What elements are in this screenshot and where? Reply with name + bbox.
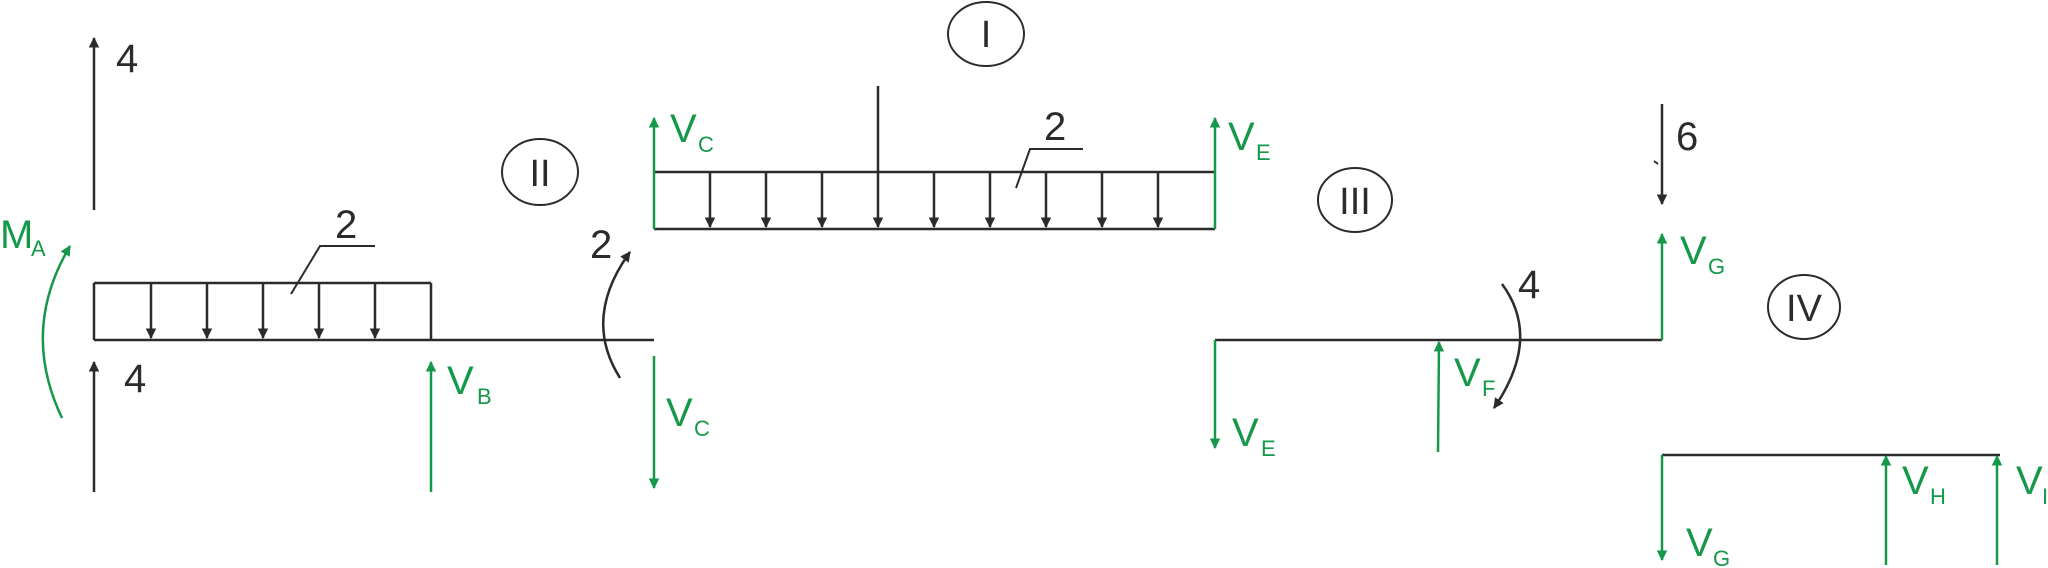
part-marker-IV xyxy=(1767,274,1841,340)
reaction-label-VC-I-sub: C xyxy=(698,132,714,157)
udl-leader-I xyxy=(1015,148,1083,189)
shear-label-VE-sub: E xyxy=(1261,436,1276,461)
reaction-label-VH: V xyxy=(1902,459,1929,503)
udl-leader-II xyxy=(290,245,375,295)
moment-label-2: 2 xyxy=(590,223,612,267)
moment-arrow-MA xyxy=(41,245,72,419)
segment-I: I V C V E 2 xyxy=(648,1,1271,231)
reaction-label-VG-sub: G xyxy=(1708,254,1725,279)
point-load-tick xyxy=(1653,160,1659,165)
shear-label-VG-sub: G xyxy=(1713,546,1730,568)
moment-label-MA-sub: A xyxy=(31,236,46,261)
force-label-top-4: 4 xyxy=(116,37,138,81)
reaction-label-VI: V xyxy=(2016,459,2043,503)
part-marker-II xyxy=(501,138,579,206)
part-marker-III-label: III xyxy=(1339,181,1371,223)
segment-III: III V E V F 4 V G 6 xyxy=(1209,104,1725,461)
reaction-arrow-VF xyxy=(1433,340,1445,453)
part-marker-III xyxy=(1317,167,1393,233)
reaction-label-VB-sub: B xyxy=(477,384,492,409)
reaction-label-VB: V xyxy=(447,359,474,403)
moment-arrow-4 xyxy=(1492,283,1522,409)
shear-label-VC: V xyxy=(666,391,693,435)
segment-IV: IV V G V H V I xyxy=(1656,274,2048,568)
reaction-label-VF-sub: F xyxy=(1482,376,1495,401)
support-label-A-4: 4 xyxy=(124,357,146,401)
moment-arrow-2 xyxy=(602,251,632,379)
part-marker-II-label: II xyxy=(529,153,550,195)
part-marker-I-label: I xyxy=(981,14,992,56)
part-marker-I xyxy=(947,1,1025,67)
reaction-label-VE-I-sub: E xyxy=(1256,140,1271,165)
segment-II: 4 M A 2 4 V B 2 V C II xyxy=(0,36,710,492)
udl-label-I: 2 xyxy=(1044,105,1066,149)
reaction-label-VH-sub: H xyxy=(1930,484,1946,509)
shear-label-VC-sub: C xyxy=(694,416,710,441)
reaction-label-VE-I: V xyxy=(1228,115,1255,159)
shear-label-VG: V xyxy=(1686,521,1713,565)
moment-label-4: 4 xyxy=(1518,263,1540,307)
part-marker-IV-label: IV xyxy=(1786,288,1823,330)
moment-label-MA: M xyxy=(0,213,33,257)
reaction-label-VC-I: V xyxy=(670,107,697,151)
point-load-label-6: 6 xyxy=(1676,115,1698,159)
reaction-label-VI-sub: I xyxy=(2042,484,2048,509)
reaction-label-VG: V xyxy=(1680,229,1707,273)
shear-label-VE: V xyxy=(1232,411,1259,455)
reaction-label-VF: V xyxy=(1454,351,1481,395)
udl-label-II: 2 xyxy=(335,203,357,247)
